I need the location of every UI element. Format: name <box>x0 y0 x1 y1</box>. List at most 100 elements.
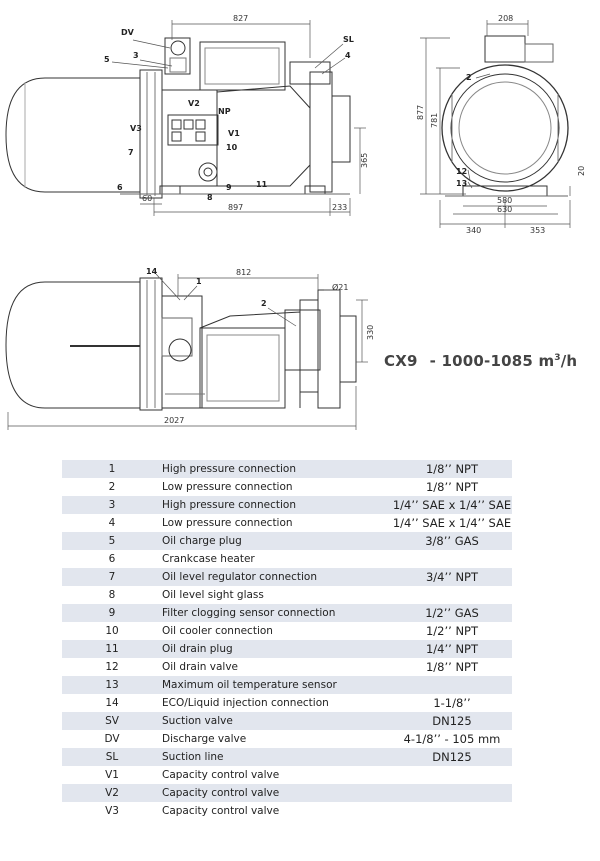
component-description: Filter clogging sensor connection <box>162 604 392 622</box>
dim-2027: 2027 <box>164 416 184 425</box>
dim-812: 812 <box>236 268 251 277</box>
label-dv: DV <box>121 28 135 37</box>
dim-20: 20 <box>577 166 586 176</box>
model-title: CX9 - 1000-1085 m3/h <box>384 352 577 370</box>
dim-365: 365 <box>360 153 369 168</box>
component-code: DV <box>62 730 162 748</box>
component-description: Oil charge plug <box>162 532 392 550</box>
component-code: SV <box>62 712 162 730</box>
label-5: 5 <box>104 55 110 64</box>
end-view <box>441 35 569 197</box>
component-description: Oil cooler connection <box>162 622 392 640</box>
component-code: 4 <box>62 514 162 532</box>
dim-phi-21: Ø21 <box>332 282 348 292</box>
dim-897: 897 <box>228 203 243 212</box>
component-description: Oil level regulator connection <box>162 568 392 586</box>
component-description: Low pressure connection <box>162 514 392 532</box>
dim-630: 630 <box>497 205 512 214</box>
label-v1: V1 <box>228 129 240 138</box>
component-code: 6 <box>62 550 162 568</box>
dim-877: 877 <box>416 105 425 120</box>
component-description: ECO/Liquid injection connection <box>162 694 392 712</box>
model-name: CX9 <box>384 352 418 370</box>
component-code: V1 <box>62 766 162 784</box>
component-size <box>392 676 512 694</box>
component-description: Suction line <box>162 748 392 766</box>
front-view <box>5 37 351 199</box>
component-size: 4-1/8’’ - 105 mm <box>392 730 512 748</box>
label-13: 13 <box>456 179 467 188</box>
label-12: 12 <box>456 167 467 176</box>
component-size: 1-1/8’’ <box>392 694 512 712</box>
label-6: 6 <box>117 183 123 192</box>
dim-330: 330 <box>366 325 375 340</box>
component-description: Capacity control valve <box>162 784 392 802</box>
component-code: 13 <box>62 676 162 694</box>
component-description: Suction valve <box>162 712 392 730</box>
model-unit-suffix: /h <box>560 352 578 370</box>
label-10: 10 <box>226 143 238 152</box>
component-description: Oil level sight glass <box>162 586 392 604</box>
component-size <box>392 802 512 820</box>
component-code: 9 <box>62 604 162 622</box>
component-size: 1/8’’ NPT <box>392 478 512 496</box>
component-size <box>392 766 512 784</box>
component-size: 1/4’’ SAE x 1/4’’ SAE <box>392 496 512 514</box>
component-size: 1/8’’ NPT <box>392 460 512 478</box>
component-size <box>392 550 512 568</box>
component-description: Oil drain valve <box>162 658 392 676</box>
component-code: 8 <box>62 586 162 604</box>
component-description: High pressure connection <box>162 496 392 514</box>
label-14: 14 <box>146 267 158 276</box>
dim-781: 781 <box>430 113 439 128</box>
component-size: 1/2’’ NPT <box>392 622 512 640</box>
component-description: Maximum oil temperature sensor <box>162 676 392 694</box>
component-code: 7 <box>62 568 162 586</box>
model-unit: m <box>538 352 555 370</box>
model-range: - 1000-1085 <box>429 352 533 370</box>
dim-340: 340 <box>466 226 481 235</box>
model-unit-sup: 3 <box>554 353 561 363</box>
component-size: 3/4’’ NPT <box>392 568 512 586</box>
component-size: 1/8’’ NPT <box>392 658 512 676</box>
component-code: 10 <box>62 622 162 640</box>
component-description: High pressure connection <box>162 460 392 478</box>
component-code: 5 <box>62 532 162 550</box>
component-code: V2 <box>62 784 162 802</box>
component-code: 2 <box>62 478 162 496</box>
label-7: 7 <box>128 148 134 157</box>
dim-580: 580 <box>497 196 512 205</box>
dim-353: 353 <box>530 226 545 235</box>
label-2-top: 2 <box>261 299 267 308</box>
component-size <box>392 784 512 802</box>
component-size: DN125 <box>392 748 512 766</box>
component-code: V3 <box>62 802 162 820</box>
label-1: 1 <box>196 277 202 286</box>
label-3: 3 <box>133 51 139 60</box>
label-np: NP <box>218 107 231 116</box>
label-v3: V3 <box>130 124 142 133</box>
component-code: 3 <box>62 496 162 514</box>
dim-827: 827 <box>233 14 248 23</box>
label-8: 8 <box>207 193 213 202</box>
component-code: 1 <box>62 460 162 478</box>
component-code: 14 <box>62 694 162 712</box>
label-sl: SL <box>343 35 354 44</box>
